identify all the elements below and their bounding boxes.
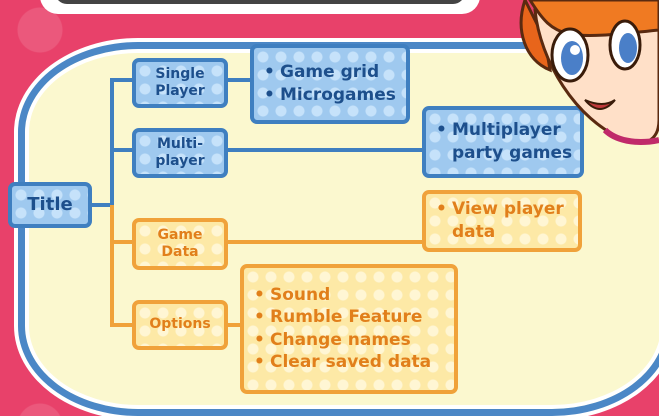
list-item-text: data [452,221,496,242]
multiplayer-label-line1: Multi- [157,135,203,152]
list-item: Game grid [264,62,396,84]
list-item: Multiplayer [436,120,572,142]
title-node: Title [8,182,92,228]
single-player-label-line2: Player [155,83,205,99]
list-item: Clear saved data [254,352,431,374]
list-item: Microgames [264,85,396,107]
character-illustration [519,0,659,145]
list-item-continued: party games [436,143,572,164]
single-player-options: Game grid Microgames [250,44,410,124]
multiplayer-label-line2: player [155,153,205,169]
single-player-node: Single Player [132,58,228,108]
options-list: Sound Rumble Feature Change names Clear … [240,264,458,394]
multiplayer-options: Multiplayer party games [422,106,584,178]
title-banner-fragment [40,0,480,14]
game-data-label-line1: Game [157,226,203,243]
game-data-options: View player data [422,190,582,252]
list-item: Change names [254,330,431,352]
list-item: Rumble Feature [254,307,431,329]
list-item: Sound [254,285,431,307]
options-label: Options [149,316,211,333]
game-data-node: Game Data [132,218,228,270]
options-node: Options [132,300,228,350]
game-data-label-line2: Data [161,244,199,260]
list-item: View player [436,199,564,221]
list-item-continued: data [436,222,564,243]
single-player-label-line1: Single [155,65,205,82]
connector-lines [90,78,422,327]
title-label: Title [27,193,73,215]
multiplayer-node: Multi- player [132,128,228,178]
list-item-text: party games [452,142,573,163]
